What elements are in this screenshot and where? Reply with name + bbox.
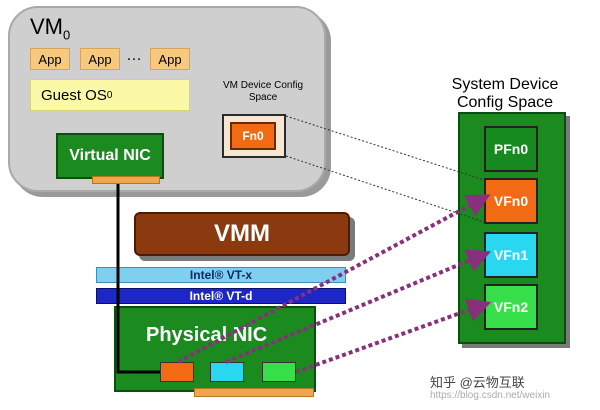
- system-config-label: System Device Config Space: [451, 76, 559, 111]
- vt-d-bar: Intel® VT-d: [96, 288, 346, 304]
- vfn2-box: VFn2: [484, 284, 538, 330]
- virtual-nic-connector: [92, 176, 160, 184]
- watermark-text: 知乎 @云物互联: [430, 375, 525, 390]
- watermark-url: https://blog.csdn.net/weixin: [430, 390, 551, 401]
- app-box-2: App: [80, 48, 120, 70]
- app-box-1: App: [30, 48, 70, 70]
- pfn0-box: PFn0: [484, 126, 538, 172]
- vfn1-box: VFn1: [484, 232, 538, 278]
- fn0-map-line-bottom: [285, 155, 485, 223]
- vmm-bar: VMM: [134, 212, 350, 256]
- vm-fn0-box: Fn0: [230, 122, 276, 150]
- vfn0-box: VFn0: [484, 178, 538, 224]
- physical-port-green: [262, 362, 296, 382]
- vm-device-config-label: VM Device Config Space: [222, 80, 304, 103]
- vt-x-bar: Intel® VT-x: [96, 267, 346, 283]
- physical-nic-connector: [194, 388, 314, 397]
- fn0-map-line-top: [285, 115, 485, 181]
- vm-title: VM0: [30, 14, 71, 43]
- vnic-to-pnic-line: [116, 184, 160, 374]
- arrow-orange-to-vfn0: [177, 194, 491, 364]
- arrow-cyan-to-vfn1: [225, 249, 492, 364]
- app-ellipsis: …: [126, 47, 142, 64]
- physical-port-orange: [160, 362, 194, 382]
- physical-nic-label: Physical NIC: [146, 324, 268, 346]
- app-box-3: App: [150, 48, 190, 70]
- arrow-green-to-vfn2: [295, 298, 492, 374]
